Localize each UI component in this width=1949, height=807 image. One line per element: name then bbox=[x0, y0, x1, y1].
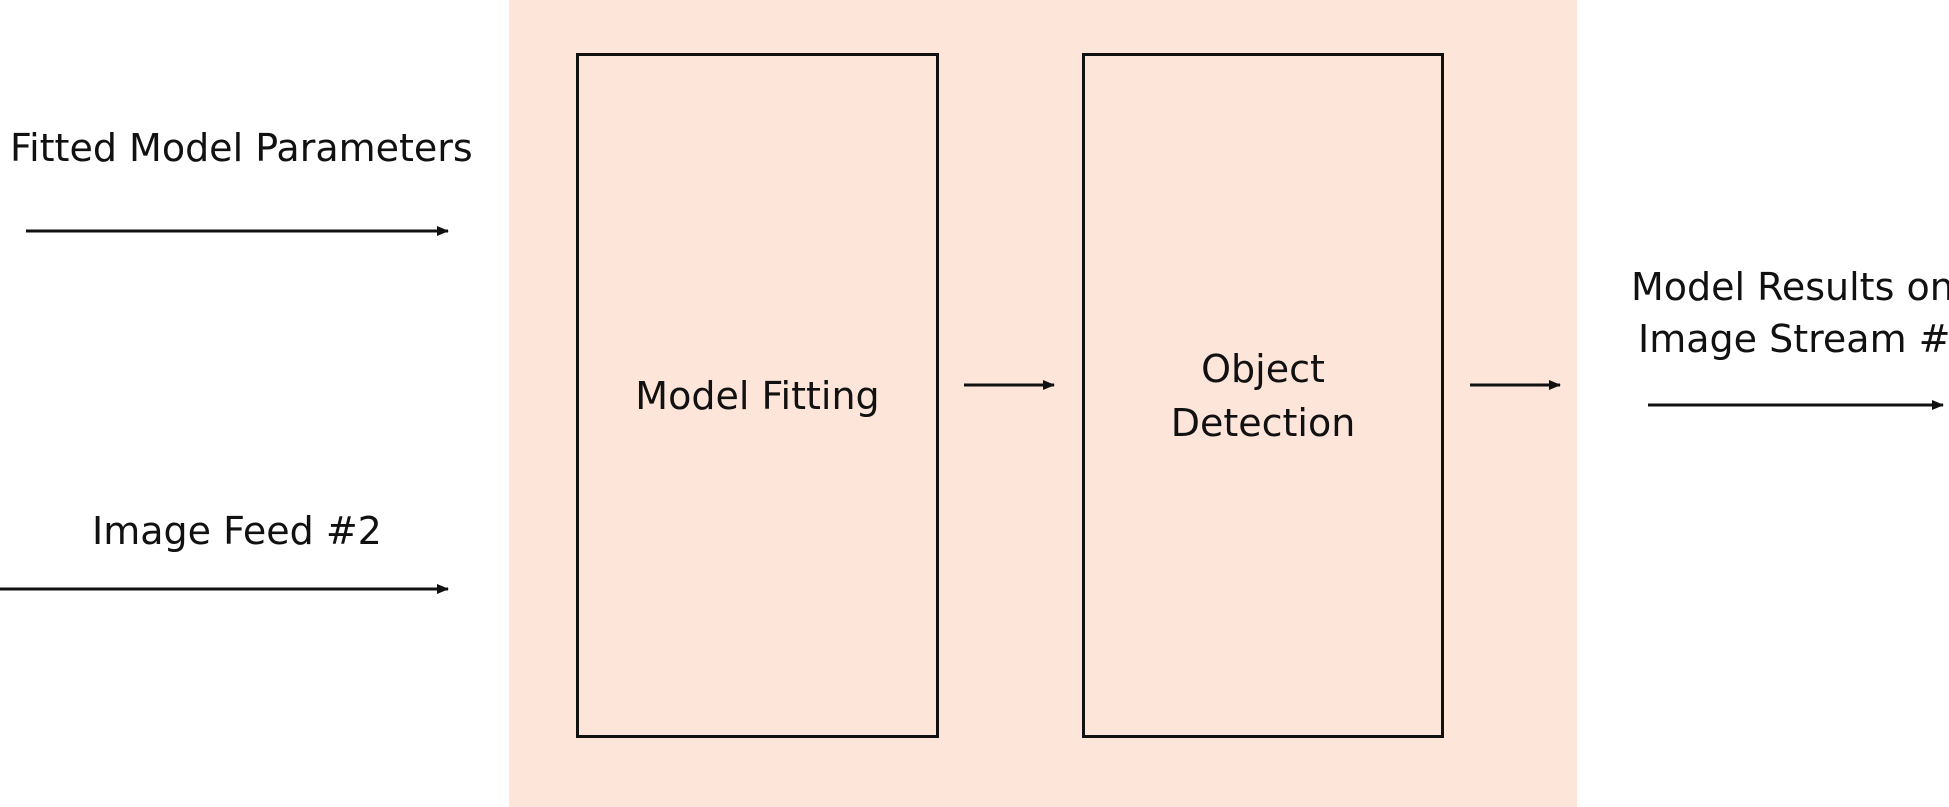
object-detection-label: Object Detection bbox=[1170, 346, 1356, 445]
fitted-model-parameters-label: Fitted Model Parameters bbox=[10, 126, 473, 170]
process-panel bbox=[509, 0, 1577, 807]
model-fitting-label: Model Fitting bbox=[635, 373, 880, 418]
model-fitting-box: Model Fitting bbox=[576, 53, 939, 738]
output-label-line2: Image Stream #2 bbox=[1638, 317, 1949, 361]
output-label-line1: Model Results on bbox=[1631, 265, 1949, 309]
object-detection-box: Object Detection bbox=[1082, 53, 1444, 738]
image-feed-label: Image Feed #2 bbox=[92, 509, 382, 553]
